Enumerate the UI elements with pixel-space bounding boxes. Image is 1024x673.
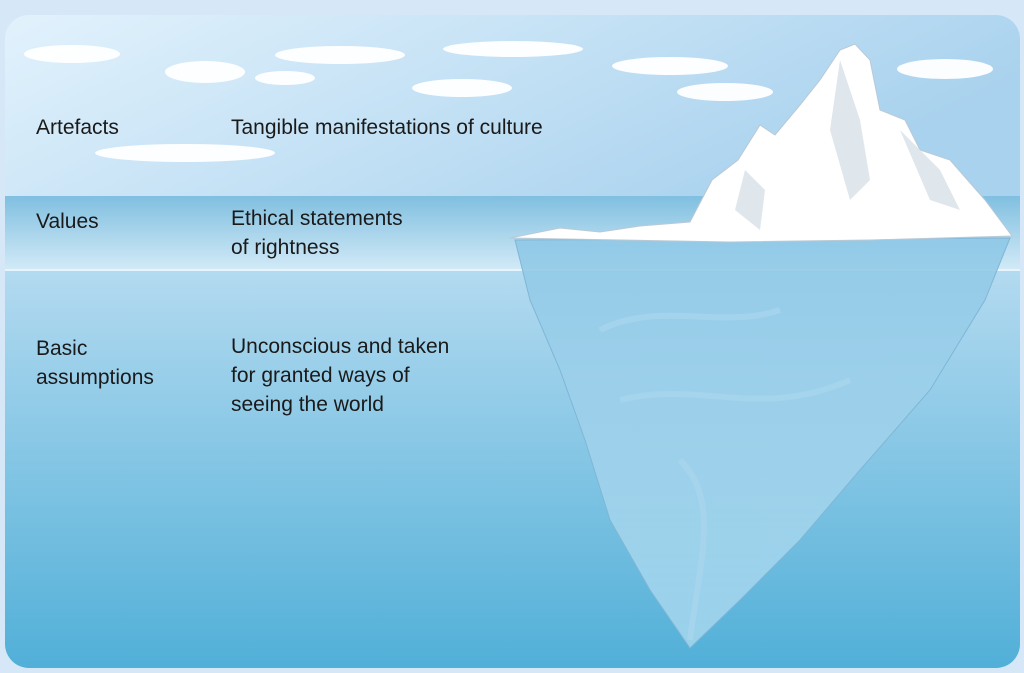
- level-desc-values: Ethical statements of rightness: [231, 207, 403, 259]
- level-name-artefacts: Artefacts: [36, 116, 119, 139]
- clouds: [24, 41, 993, 162]
- level-name-values: Values: [36, 210, 99, 233]
- level-name-basic-assumptions: Basic assumptions: [36, 337, 154, 389]
- iceberg-tip: [509, 43, 1013, 243]
- level-desc-artefacts: Tangible manifestations of culture: [231, 116, 543, 139]
- iceberg-underwater: [514, 237, 1011, 649]
- level-desc-basic-assumptions: Unconscious and taken for granted ways o…: [231, 335, 450, 416]
